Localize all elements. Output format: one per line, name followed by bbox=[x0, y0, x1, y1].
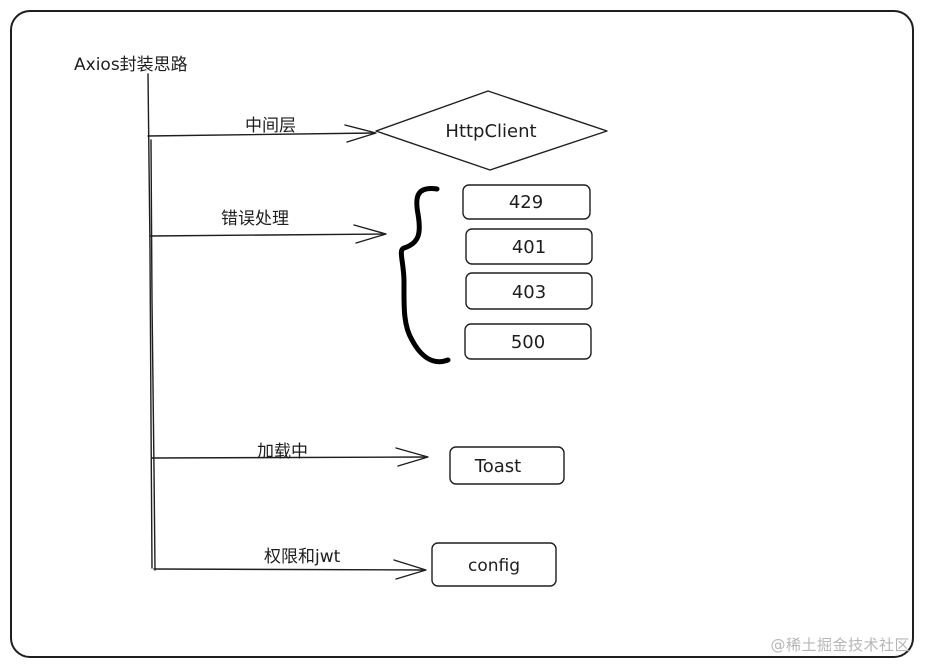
trunk-line-sketch bbox=[150, 139, 156, 571]
error-code-403: 403 bbox=[512, 282, 546, 303]
arrow-head bbox=[344, 124, 377, 143]
arrow-head bbox=[395, 447, 429, 467]
error-code-500: 500 bbox=[511, 332, 545, 353]
arrow-head bbox=[393, 559, 427, 580]
branch-label-error-handling: 错误处理 bbox=[221, 209, 289, 229]
error-box-403 bbox=[465, 272, 593, 310]
config-box bbox=[431, 542, 557, 587]
toast-label: Toast bbox=[474, 456, 521, 477]
toast-box bbox=[449, 446, 565, 485]
config-label: config bbox=[468, 556, 520, 576]
watermark-text: @稀土掘金技术社区 bbox=[770, 636, 910, 654]
error-code-429: 429 bbox=[509, 192, 543, 213]
arrow-head bbox=[353, 224, 387, 244]
error-box-500 bbox=[464, 323, 592, 360]
curly-brace bbox=[398, 186, 451, 365]
branch-label-loading: 加载中 bbox=[257, 442, 308, 462]
httpclient-diamond bbox=[375, 90, 608, 171]
branch-label-middleware: 中间层 bbox=[245, 116, 296, 136]
connector-line bbox=[151, 456, 428, 459]
connector-line bbox=[147, 132, 376, 137]
error-box-401 bbox=[465, 228, 593, 265]
error-code-401: 401 bbox=[512, 237, 546, 258]
error-box-429 bbox=[462, 184, 591, 220]
branch-label-auth-jwt: 权限和jwt bbox=[264, 547, 341, 567]
root-title: Axios封装思路 bbox=[74, 55, 188, 75]
diagram-frame bbox=[10, 10, 914, 658]
connector-line bbox=[149, 233, 386, 237]
trunk-line bbox=[147, 73, 153, 569]
connector-line bbox=[153, 568, 426, 571]
httpclient-label: HttpClient bbox=[445, 121, 536, 142]
